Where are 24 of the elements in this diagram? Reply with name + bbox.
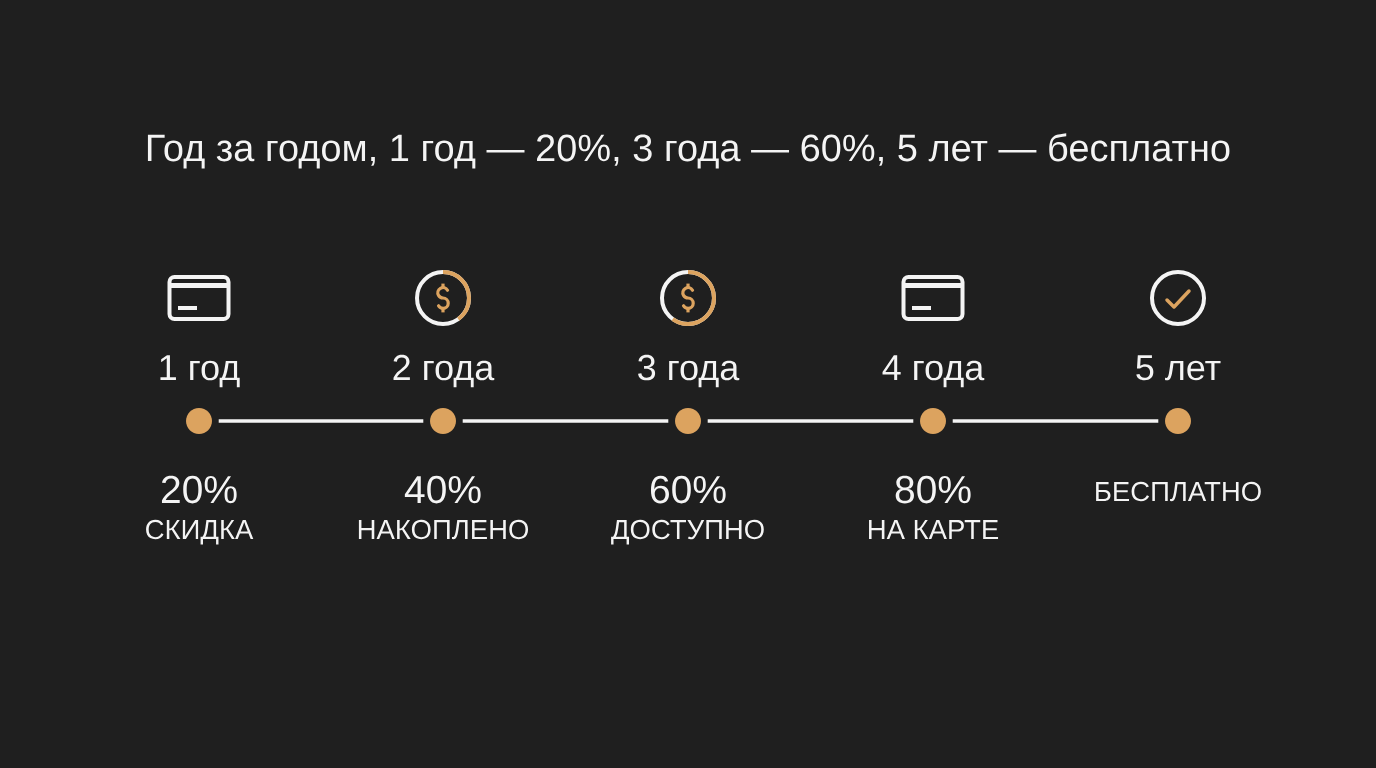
timeline-dot [675,408,701,434]
year-label: 2 года [393,354,495,388]
value-label: 80% [895,475,971,504]
timeline-dot [1165,408,1191,434]
timeline-dot [186,408,212,434]
timeline-line [952,419,1159,423]
year-label: 5 лет [1136,355,1221,381]
timeline-line [462,419,669,423]
caption-label: БЕСПЛАТНО [1096,481,1261,502]
year-label: 3 года [638,354,740,388]
caption-label: НАКОПЛЕНО [358,519,529,540]
timeline-dot [920,408,946,434]
timeline-line [707,419,914,423]
timeline-line [218,419,424,423]
caption-label: НА КАРТЕ [869,520,999,539]
value-label: 20% [161,475,237,504]
caption-label: СКИДКА [146,519,254,545]
value-label: 40% [404,475,481,504]
value-label: 60% [650,475,726,504]
timeline-dot [430,408,456,434]
caption-label: ДОСТУПНО [611,519,764,545]
year-label: 1 год [160,355,240,388]
year-label: 4 года [882,355,985,388]
title: Год за годом, 1 год — 20%, 3 года — 60%, 5 лет — бесплатно [147,133,1230,169]
